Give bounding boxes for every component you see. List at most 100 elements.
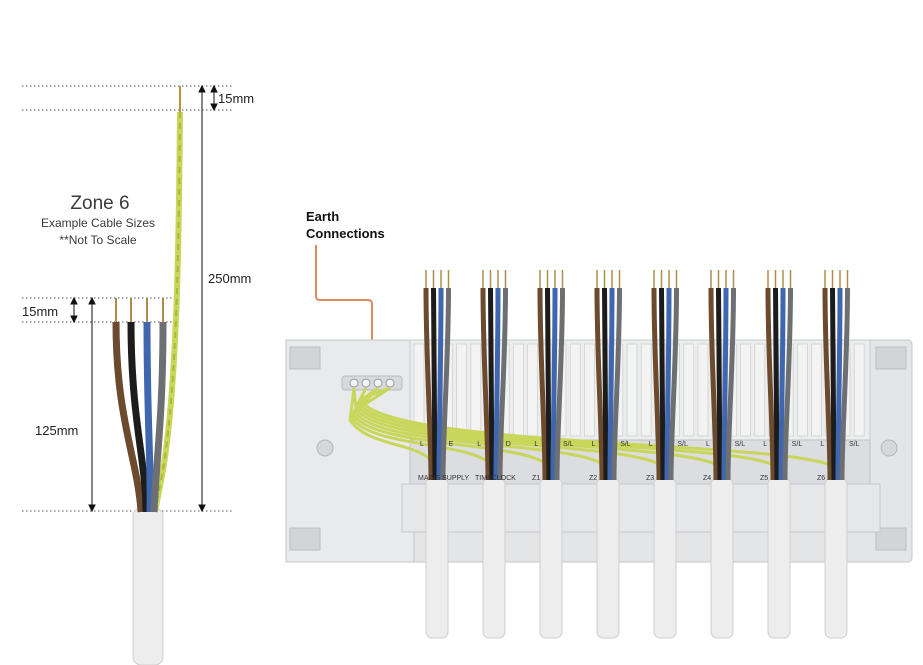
- zone-wire: [668, 287, 679, 481]
- section-label: Z2: [589, 475, 597, 482]
- zone-cable-sheath: [482, 477, 506, 639]
- zone-wire: [497, 287, 508, 481]
- zone-title: Zone 6: [70, 193, 130, 214]
- terminal-label: L: [477, 441, 481, 448]
- terminal-label: S/L: [677, 441, 688, 448]
- section-label: MAINS SUPPLY: [418, 475, 470, 482]
- terminal-slot: [740, 343, 751, 437]
- zone-cable-sheath: [710, 477, 734, 639]
- callout-line-2: Connections: [306, 226, 385, 241]
- section-labels: MAINS SUPPLY TIMECLOCK Z1 Z2 Z3 Z4 Z5 Z6: [418, 475, 825, 482]
- zone-wire: [607, 287, 615, 481]
- zone-cable-sheath: [539, 477, 563, 639]
- zone-wire: [716, 287, 723, 481]
- zone-wire: [830, 287, 837, 481]
- section-label: TIMECLOCK: [475, 475, 516, 482]
- zone-cable-sheath: [767, 477, 791, 639]
- terminal-label: L: [420, 441, 424, 448]
- zone-wire: [440, 287, 451, 481]
- zone-wire: [725, 287, 736, 481]
- zone-wire: [835, 287, 843, 481]
- zone-wire: [651, 287, 662, 481]
- terminal-label: D: [506, 441, 511, 448]
- terminal-slot: [754, 343, 766, 437]
- terminal-label: L: [649, 441, 653, 448]
- zone-wire: [431, 287, 438, 481]
- dimension-inner-length: 125mm: [35, 423, 79, 438]
- terminal-label: L: [534, 441, 538, 448]
- terminal-slot: [527, 343, 538, 437]
- zone-subtitle: Example Cable Sizes: [40, 216, 156, 230]
- terminal-label: S/L: [849, 441, 860, 448]
- zone-wire: [493, 287, 501, 481]
- dimension-top-strip: 15mm: [218, 91, 255, 106]
- zone-cables: [423, 270, 850, 639]
- not-to-scale-note: **Not To Scale: [59, 233, 137, 247]
- terminal-slot: [470, 343, 482, 437]
- zone-cable-sheath: [653, 477, 677, 639]
- zone-wire: [664, 287, 672, 481]
- zone-wire: [839, 287, 850, 481]
- zone-wire: [423, 287, 434, 481]
- terminal-label: L: [763, 441, 767, 448]
- terminal-label: L: [706, 441, 710, 448]
- terminal-label: S/L: [735, 441, 746, 448]
- terminal-label: S/L: [792, 441, 803, 448]
- zone-wire: [488, 287, 495, 481]
- zone-cable-sheath: [824, 477, 848, 639]
- section-label: Z5: [760, 475, 768, 482]
- sample-cable: [112, 86, 183, 665]
- dimension-arrows: [70, 84, 218, 513]
- terminal-slot: [683, 343, 695, 437]
- dimension-lower-strip: 15mm: [22, 304, 59, 319]
- earth-wire: [352, 386, 610, 471]
- zone-wire: [782, 287, 793, 481]
- terminal-slot: [513, 343, 524, 437]
- terminal-slot: [697, 343, 709, 437]
- earth-wire: [349, 387, 496, 471]
- zone-wire: [602, 287, 609, 481]
- terminal-slot: [853, 343, 865, 437]
- zone-wire: [550, 287, 558, 481]
- earth-wire: [355, 387, 724, 471]
- zone-wire: [545, 287, 552, 481]
- zone-wire: [537, 287, 548, 481]
- terminal-label: L: [820, 441, 824, 448]
- terminal-slot: [811, 343, 822, 437]
- terminal-labels: L E L D L S/L L S/L L S/L L S/L L S/L L S/L: [420, 441, 860, 448]
- terminal-slot: [797, 343, 808, 437]
- earth-connections-callout: Earth Connections: [306, 208, 385, 242]
- zone-cable-sheath: [425, 477, 449, 639]
- terminal-slot: [569, 343, 581, 437]
- dimension-total-length: 250mm: [208, 271, 252, 286]
- zone-wire: [721, 287, 729, 481]
- terminal-label: S/L: [563, 441, 574, 448]
- section-label: Z6: [817, 475, 825, 482]
- zone-wire: [778, 287, 786, 481]
- zone-wire: [480, 287, 491, 481]
- zone-wire: [822, 287, 833, 481]
- zone-wire: [554, 287, 565, 481]
- zone-wire: [611, 287, 622, 481]
- terminal-label: L: [592, 441, 596, 448]
- zone-wire: [594, 287, 605, 481]
- terminal-label: E: [449, 441, 454, 448]
- section-label: Z1: [532, 475, 540, 482]
- callout-leader: [315, 245, 373, 372]
- zone-wire: [773, 287, 780, 481]
- zone-wire: [708, 287, 719, 481]
- zone-wire: [436, 287, 444, 481]
- terminal-slot: [456, 343, 468, 437]
- zone-wire: [765, 287, 776, 481]
- section-label: Z4: [703, 475, 711, 482]
- section-label: Z3: [646, 475, 654, 482]
- terminal-slot: [584, 343, 595, 437]
- earth-wire: [358, 386, 838, 471]
- terminal-slot: [626, 343, 638, 437]
- zone-cable-sheath: [596, 477, 620, 639]
- zone-wire: [659, 287, 666, 481]
- terminal-slot: [640, 343, 652, 437]
- terminal-label: S/L: [620, 441, 631, 448]
- callout-line-1: Earth: [306, 209, 340, 224]
